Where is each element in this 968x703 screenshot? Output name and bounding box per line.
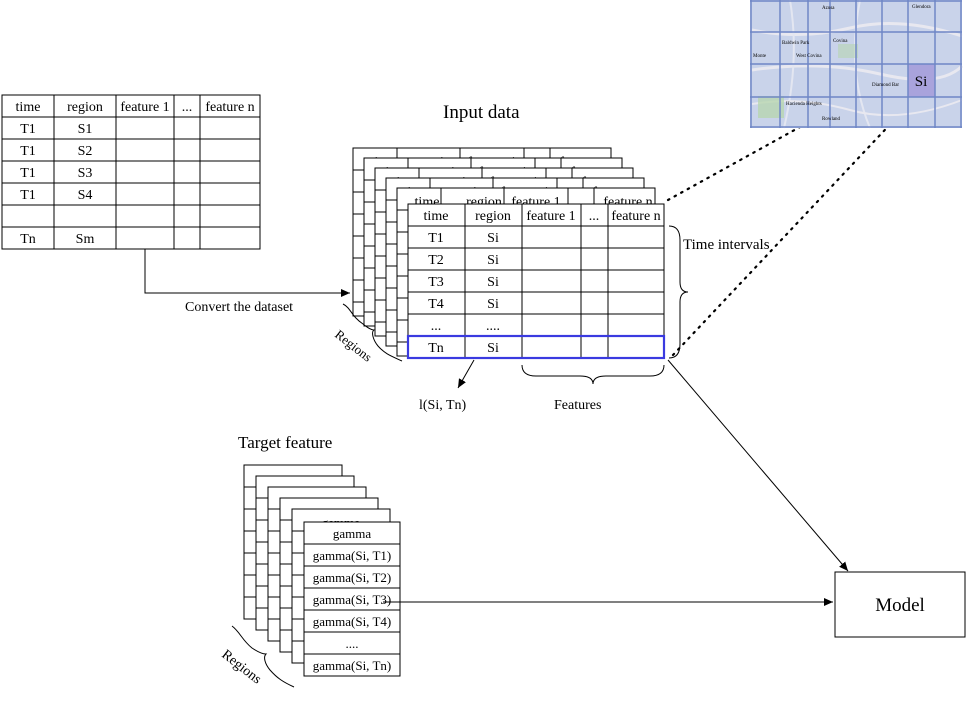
input-cell: T3 (428, 275, 444, 290)
input-cell: Si (487, 297, 499, 312)
input-cell: Si (487, 275, 499, 290)
l-arrow (457, 359, 475, 389)
target-cell: .... (346, 636, 359, 651)
time-intervals-label: Time intervals (683, 237, 770, 253)
source-cell: S3 (78, 166, 93, 181)
input-header-time: time (424, 209, 449, 224)
source-cell: S4 (78, 188, 93, 203)
input-cell: Tn (428, 341, 444, 356)
l-label: l(Si, Tn) (419, 398, 467, 413)
map-place-label: West Covina (796, 54, 822, 59)
input-table: time region feature 1 ... feature n T1 S… (406, 203, 666, 360)
input-regions-label: Regions (332, 327, 375, 365)
input-header-region: region (475, 209, 511, 224)
map-region-label: Si (915, 74, 928, 90)
highlighted-row (406, 334, 666, 360)
source-header-featuren: feature n (205, 100, 254, 115)
features-label: Features (554, 398, 601, 413)
source-header-feature1: feature 1 (120, 100, 169, 115)
target-regions-label: Regions (219, 647, 264, 687)
source-header-ellipsis: ... (182, 100, 193, 115)
source-cell: Sm (76, 232, 95, 247)
input-cell: Si (487, 253, 499, 268)
source-cell: T1 (20, 122, 36, 137)
source-cell: T1 (20, 188, 36, 203)
input-header-feature1: feature 1 (526, 209, 575, 224)
source-table: time region feature 1 ... feature n T1 S… (1, 94, 261, 250)
target-cell: gamma(Si, T1) (313, 548, 391, 563)
region-map: Baldwin Park West Covina Covina Hacienda… (750, 0, 964, 129)
target-title: Target feature (238, 433, 332, 452)
target-cell: gamma(Si, Tn) (313, 658, 391, 673)
model-box: Model (834, 571, 966, 638)
target-table: gamma gamma(Si, T1) gamma(Si, T2) gamma(… (303, 521, 401, 677)
target-cell: gamma(Si, T4) (313, 614, 391, 629)
target-regions-brace (231, 625, 295, 688)
input-header-featuren: feature n (611, 209, 660, 224)
target-header: gamma (333, 526, 371, 541)
source-cell: S1 (78, 122, 93, 137)
map-place-label: Diamond Bar (872, 83, 899, 88)
target-cell: gamma(Si, T2) (313, 570, 391, 585)
source-header-region: region (67, 100, 103, 115)
model-label: Model (875, 595, 925, 616)
map-place-label: Covina (833, 39, 848, 44)
input-cell: .... (486, 319, 500, 334)
input-header-ellipsis: ... (589, 209, 600, 224)
map-highlight-cell (908, 64, 935, 97)
map-place-label: Hacienda Heights (786, 102, 822, 107)
input-cell: T2 (428, 253, 444, 268)
source-cell: Tn (20, 232, 36, 247)
input-cell: Si (487, 231, 499, 246)
zoom-line-bottom (671, 98, 915, 357)
source-cell: T1 (20, 166, 36, 181)
input-cell: ... (431, 319, 442, 334)
source-header-time: time (16, 100, 41, 115)
map-place-label: Baldwin Park (782, 41, 810, 46)
input-cell: T1 (428, 231, 444, 246)
input-cell: Si (487, 341, 499, 356)
input-to-model-arrow (667, 359, 849, 572)
input-cell: T4 (428, 297, 444, 312)
map-place-label: Glendora (912, 5, 931, 10)
time-intervals-brace (668, 225, 689, 359)
convert-arrow (144, 249, 350, 297)
map-place-label: Monte (753, 54, 767, 59)
convert-label: Convert the dataset (185, 300, 293, 315)
map-place-label: Rowland (822, 117, 841, 122)
source-cell: S2 (78, 144, 93, 159)
target-cell: gamma(Si, T3) (313, 592, 391, 607)
map-place-label: Azusa (822, 6, 835, 11)
input-title: Input data (443, 102, 520, 123)
features-brace (521, 364, 665, 385)
source-cell: T1 (20, 144, 36, 159)
regions-brace (342, 303, 403, 362)
